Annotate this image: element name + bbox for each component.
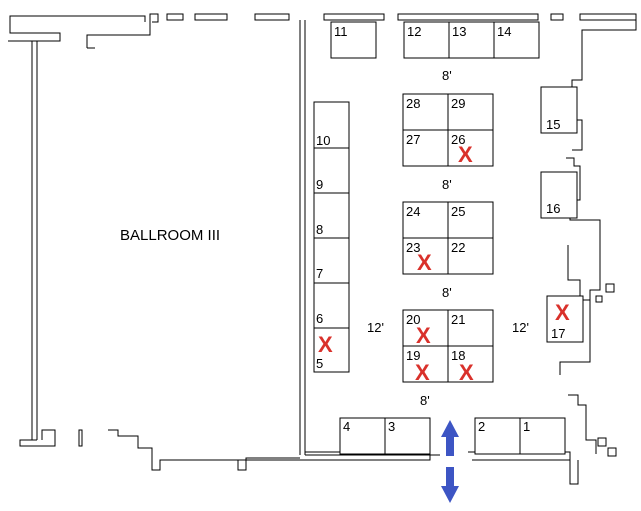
booth-label: 28 [406, 96, 420, 111]
taken-x-19: X [415, 360, 430, 385]
booth-21[interactable] [447, 309, 494, 347]
aisle-dimension: 8' [442, 68, 452, 83]
booth-13[interactable] [448, 21, 495, 59]
booth-grid [313, 21, 584, 455]
aisle-dimension: 8' [442, 177, 452, 192]
taken-x-20: X [416, 323, 431, 348]
booth-label: 11 [334, 24, 348, 39]
booth-label: 27 [406, 132, 420, 147]
booth-26[interactable] [447, 129, 494, 167]
booth-25[interactable] [447, 201, 494, 239]
booth-label: 5 [316, 356, 323, 371]
booth-3[interactable] [384, 417, 431, 455]
booth-4[interactable] [339, 417, 386, 455]
taken-x-18: X [459, 360, 474, 385]
building-walls [8, 13, 637, 485]
booth-label: 16 [546, 201, 560, 216]
booth-label: 23 [406, 240, 420, 255]
entrance-arrows [441, 420, 459, 503]
booth-label: 26 [451, 132, 465, 147]
taken-x-26: X [458, 142, 473, 167]
taken-x-23: X [417, 250, 432, 275]
booth-label: 20 [406, 312, 420, 327]
taken-x-17: X [555, 300, 570, 325]
side-dimension: 12' [512, 320, 529, 335]
booth-label: 22 [451, 240, 465, 255]
booth-label: 25 [451, 204, 465, 219]
room-label: BALLROOM III [120, 227, 220, 244]
booth-8[interactable] [313, 192, 350, 239]
booth-9[interactable] [313, 147, 350, 194]
aisle-dimension: 8' [442, 285, 452, 300]
booth-14[interactable] [493, 21, 540, 59]
booth-label: 4 [343, 419, 350, 434]
booth-label: 12 [407, 24, 421, 39]
taken-markers: X X X X X X X [318, 142, 570, 385]
booth-label: 17 [551, 326, 565, 341]
booth-label: 15 [546, 117, 560, 132]
booth-7[interactable] [313, 237, 350, 284]
aisle-dimension: 8' [420, 393, 430, 408]
booth-label: 21 [451, 312, 465, 327]
booth-17[interactable] [546, 295, 584, 343]
arrow-down-icon [441, 467, 459, 503]
booth-10[interactable] [313, 101, 350, 149]
booth-label: 7 [316, 266, 323, 281]
booth-27[interactable] [402, 129, 449, 167]
booth-label: 8 [316, 222, 323, 237]
booth-label: 2 [478, 419, 485, 434]
booth-19[interactable] [402, 345, 449, 383]
booth-16[interactable] [540, 171, 578, 219]
booth-label: 14 [497, 24, 511, 39]
booth-29[interactable] [447, 93, 494, 131]
booth-label: 13 [452, 24, 466, 39]
arrow-up-icon [441, 420, 459, 456]
taken-x-5: X [318, 332, 333, 357]
booth-5[interactable] [313, 327, 350, 373]
booth-label: 3 [388, 419, 395, 434]
booth-label: 19 [406, 348, 420, 363]
booth-label: 9 [316, 177, 323, 192]
booth-23[interactable] [402, 237, 449, 275]
booth-22[interactable] [447, 237, 494, 275]
booth-11[interactable] [330, 21, 377, 59]
booth-numbers: 11 12 13 14 28 29 27 26 24 25 23 22 20 2… [316, 24, 565, 434]
booth-6[interactable] [313, 282, 350, 329]
booth-label: 29 [451, 96, 465, 111]
booth-label: 24 [406, 204, 420, 219]
booth-18[interactable] [447, 345, 494, 383]
booth-15[interactable] [540, 86, 578, 134]
booth-1[interactable] [519, 417, 566, 455]
booth-label: 10 [316, 133, 330, 148]
side-dimension: 12' [367, 320, 384, 335]
booth-label: 18 [451, 348, 465, 363]
booth-label: 6 [316, 311, 323, 326]
booth-label: 1 [523, 419, 530, 434]
